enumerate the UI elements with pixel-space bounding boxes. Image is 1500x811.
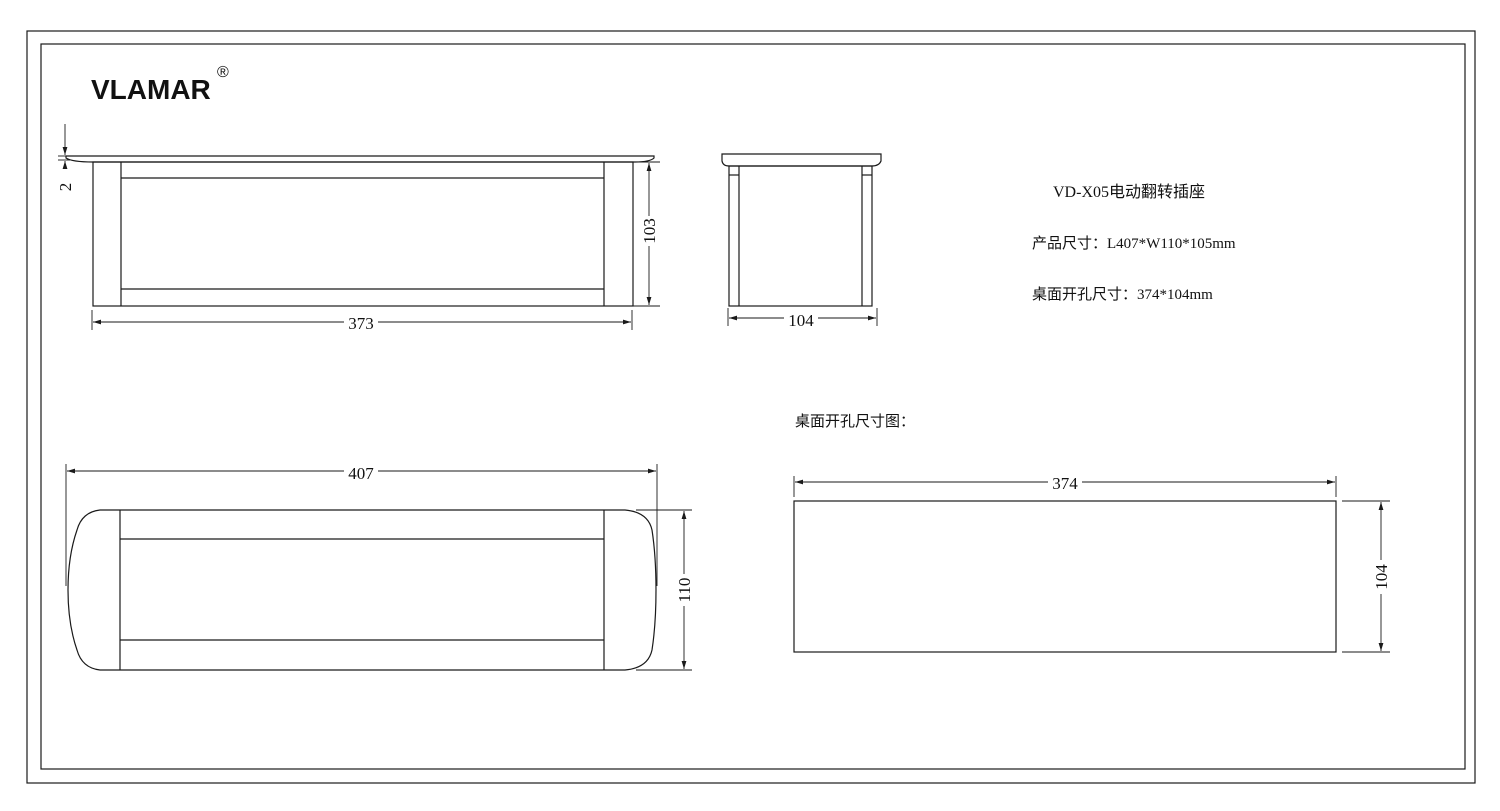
product-size: 产品尺寸：L407*W110*105mm [1032, 235, 1236, 252]
dimension-side-width-label: 104 [788, 311, 814, 330]
cutout-outline [793, 500, 1337, 653]
dimension-cutout-width: 104 [1342, 500, 1391, 653]
dimension-cutout-length-label: 374 [1052, 474, 1078, 493]
inner-frame [40, 43, 1466, 770]
dimension-top-length: 407 [65, 462, 658, 586]
top-view [67, 509, 657, 671]
brand-logo: VLAMAR [91, 74, 211, 105]
outer-frame [26, 30, 1476, 784]
side-view [721, 153, 882, 307]
dimension-front-height: 103 [633, 161, 660, 307]
dimension-flange-label: 2 [56, 183, 75, 192]
cutout-caption: 桌面开孔尺寸图： [795, 413, 915, 430]
dimension-flange: 2 [56, 124, 75, 191]
dimension-top-width-label: 110 [675, 578, 694, 603]
cutout-size: 桌面开孔尺寸：374*104mm [1032, 286, 1213, 303]
dimension-front-width: 373 [91, 310, 633, 333]
dimension-top-length-label: 407 [348, 464, 374, 483]
dimension-side-width: 104 [727, 308, 878, 330]
dimension-front-height-label: 103 [640, 218, 659, 244]
dimension-cutout-width-label: 104 [1372, 564, 1391, 590]
dimension-cutout-length: 374 [793, 473, 1337, 497]
dimension-top-width: 110 [636, 509, 694, 671]
product-title: VD-X05电动翻转插座 [1053, 183, 1205, 201]
front-view [65, 155, 655, 307]
dimension-front-width-label: 373 [348, 314, 374, 333]
registered-mark: ® [217, 64, 229, 81]
